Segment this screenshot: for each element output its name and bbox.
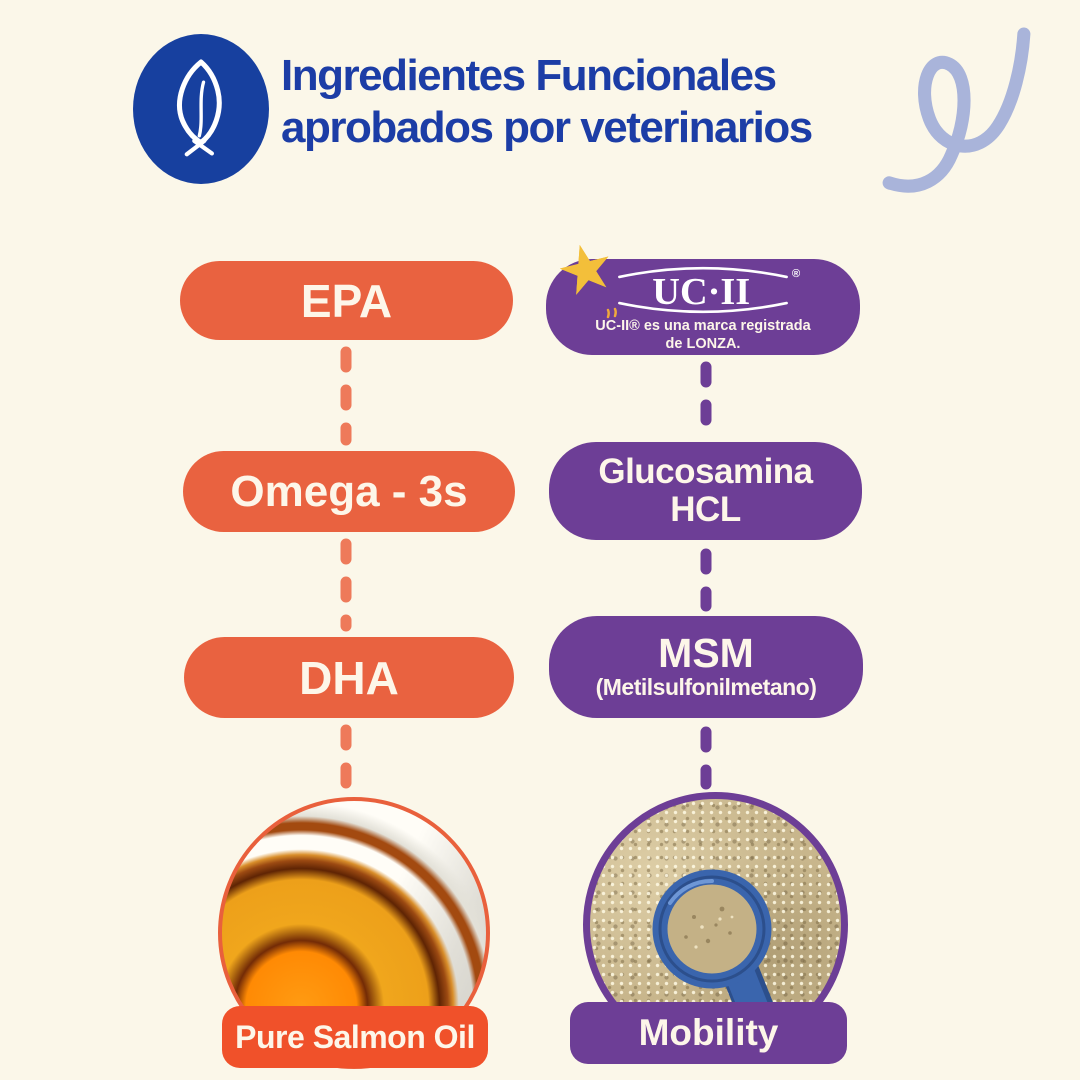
pill-omega-3s: Omega - 3s	[183, 451, 515, 532]
page-title: Ingredientes Funcionales aprobados por v…	[281, 50, 813, 154]
connector-dha-photo	[340, 724, 352, 792]
pill-glucosamina-line2: HCL	[670, 490, 741, 529]
footer-label-pure-salmon-oil-text: Pure Salmon Oil	[235, 1018, 475, 1055]
pill-msm-line1: MSM	[658, 630, 754, 677]
star-icon: ★	[552, 231, 619, 308]
ucii-logo-text: UC·II	[652, 271, 750, 313]
pill-ucii: ★ UC·II ® UC-II® es una marca registrada…	[546, 232, 860, 355]
connector-gluco-msm	[700, 548, 712, 612]
pill-epa: EPA	[180, 261, 513, 340]
connector-omega-dha	[340, 538, 352, 632]
ucii-note-line1: UC-II® es una marca registrada	[595, 317, 811, 334]
pill-dha-label: DHA	[299, 651, 399, 704]
ucii-note-line2: de LONZA.	[665, 336, 741, 352]
leaf-icon	[177, 59, 222, 157]
connector-epa-omega	[340, 346, 352, 446]
page-title-line1: Ingredientes Funcionales	[281, 51, 777, 100]
ucii-reg-mark: ®	[792, 268, 801, 280]
pill-epa-label: EPA	[300, 274, 393, 327]
pill-dha: DHA	[184, 637, 514, 718]
footer-label-mobility-text: Mobility	[638, 1012, 779, 1053]
squiggle-decoration	[882, 27, 1031, 193]
connector-ucii-gluco	[700, 361, 712, 437]
leaf-badge	[133, 34, 269, 184]
footer-label-pure-salmon-oil: Pure Salmon Oil	[222, 1006, 488, 1068]
ucii-logo: UC·II ®	[618, 266, 801, 313]
pill-msm-line2: (Metilsulfonilmetano)	[595, 674, 817, 701]
footer-label-mobility: Mobility	[570, 1002, 847, 1064]
page-title-line2: aprobados por veterinarios	[281, 102, 813, 152]
connector-msm-photo	[700, 726, 712, 790]
star-sparkle-icon	[606, 307, 617, 319]
ucii-note: UC-II® es una marca registrada de LONZA.	[595, 317, 810, 353]
pill-glucosamina-hcl: Glucosamina HCL	[549, 442, 862, 540]
pill-glucosamina-line1: Glucosamina	[598, 451, 813, 491]
pill-omega-3s-label: Omega - 3s	[230, 466, 468, 516]
pill-msm: MSM (Metilsulfonilmetano)	[549, 616, 863, 718]
